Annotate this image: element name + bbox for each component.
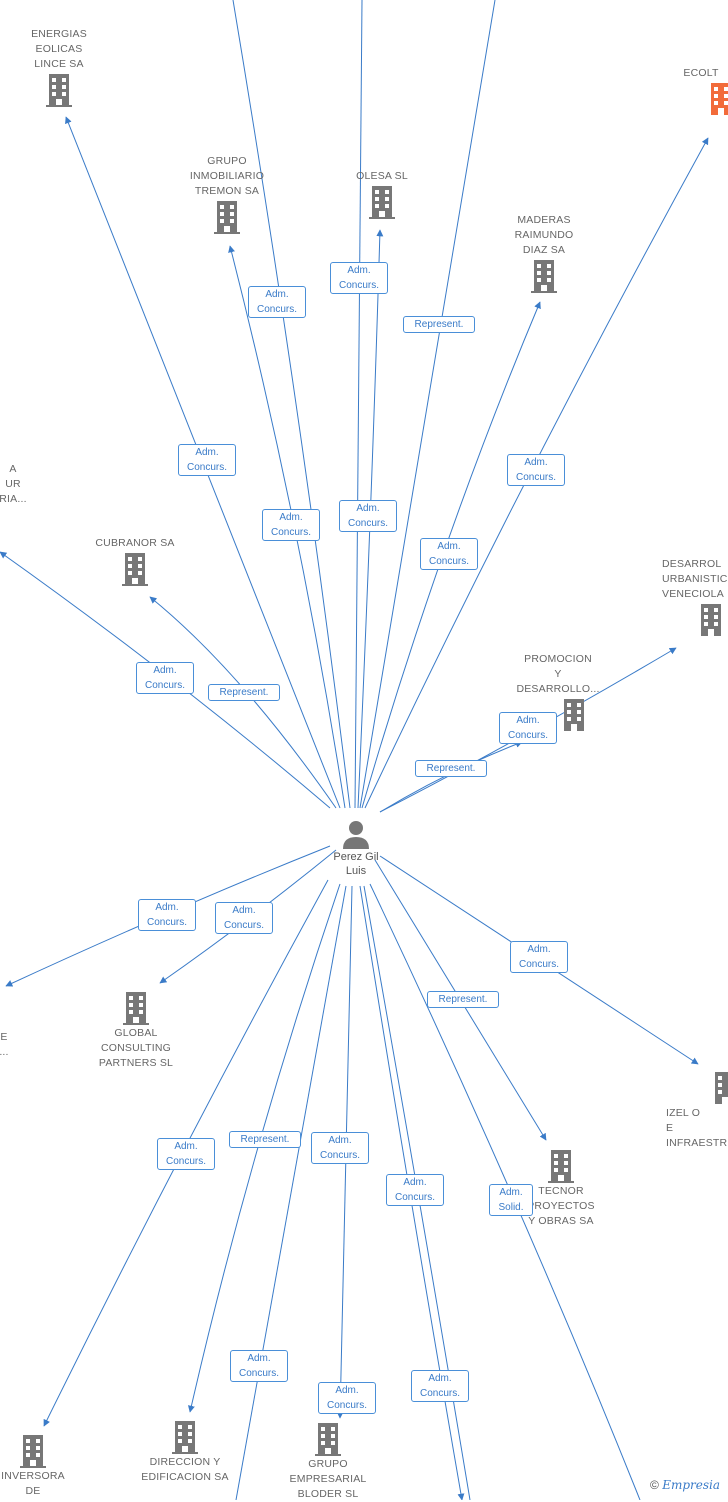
person-name: Perez Gil Luis <box>333 851 379 877</box>
relation-label[interactable]: Adm. Concurs. <box>136 662 194 694</box>
relation-label[interactable]: Adm. Concurs. <box>411 1370 469 1402</box>
relation-label[interactable]: Adm. Concurs. <box>510 941 568 973</box>
company-label: DESARROL URBANISTIC VENECIOLA <box>662 558 728 600</box>
company-label: MADERAS RAIMUNDO DIAZ SA <box>514 214 574 256</box>
building-icon <box>715 1072 728 1104</box>
relation-label[interactable]: Represent. <box>415 760 487 777</box>
company-label: GRUPO INMOBILIARIO TREMON SA <box>189 155 265 197</box>
relation-label[interactable]: Represent. <box>229 1131 301 1148</box>
building-icon <box>564 699 584 731</box>
company-node-ecolt[interactable]: ECOLT <box>666 66 728 117</box>
company-label: GRUPO EMPRESARIAL BLODER SL <box>289 1458 367 1500</box>
company-node-energias[interactable]: ENERGIAS EOLICAS LINCE SA <box>4 27 114 108</box>
company-node-global[interactable]: GLOBAL CONSULTING PARTNERS SL <box>81 990 191 1071</box>
building-icon <box>315 1423 341 1456</box>
company-node-desarrollos[interactable]: DESARROL URBANISTIC VENECIOLA <box>662 557 728 638</box>
company-label: ECOLT <box>683 67 719 79</box>
relation-label[interactable]: Adm. Concurs. <box>499 712 557 744</box>
relation-label[interactable]: Adm. Concurs. <box>420 538 478 570</box>
company-label: GLOBAL CONSULTING PARTNERS SL <box>98 1027 174 1069</box>
company-label: CUBRANOR SA <box>95 537 175 549</box>
building-icon <box>548 1150 574 1183</box>
company-label: PROMOCION Y DESARROLLO... <box>516 653 600 695</box>
company-node-direccion[interactable]: DIRECCION Y EDIFICACION SA <box>130 1419 240 1485</box>
relation-label[interactable]: Represent. <box>427 991 499 1008</box>
company-label: ENERGIAS EOLICAS LINCE SA <box>31 28 87 70</box>
edge-top-b <box>354 0 363 809</box>
relation-label[interactable]: Adm. Concurs. <box>311 1132 369 1164</box>
company-node-olesa[interactable]: OLESA SL <box>327 169 437 220</box>
company-node-promocion[interactable]: PROMOCION Y DESARROLLO... <box>503 652 613 733</box>
edge-bottom-a <box>235 885 347 1500</box>
relation-label[interactable]: Adm. Concurs. <box>230 1350 288 1382</box>
edge-cubranor <box>149 596 337 809</box>
edge-energias <box>65 116 341 809</box>
edge-direccion <box>187 883 341 1413</box>
relation-label[interactable]: Adm. Solid. <box>489 1184 533 1216</box>
person-node[interactable]: Perez Gil Luis <box>316 818 396 878</box>
company-label: A UR RIA... <box>0 463 27 505</box>
relation-label[interactable]: Adm. Concurs. <box>262 509 320 541</box>
company-node-tremon[interactable]: GRUPO INMOBILIARIO TREMON SA <box>172 154 282 235</box>
building-icon-highlight <box>711 83 728 115</box>
relation-label[interactable]: Represent. <box>208 684 280 701</box>
company-label: INVERSORA DE <box>1 1470 65 1497</box>
building-icon <box>20 1435 46 1468</box>
company-node-tecnor[interactable]: TECNOR PROYECTOS Y OBRAS SA <box>506 1148 616 1229</box>
company-node-left-trunc[interactable]: A UR RIA... <box>0 462 28 507</box>
relation-label[interactable]: Adm. Concurs. <box>386 1174 444 1206</box>
building-icon <box>701 604 721 636</box>
relation-label[interactable]: Adm. Concurs. <box>339 500 397 532</box>
company-node-bloder[interactable]: GRUPO EMPRESARIAL BLODER SL <box>273 1421 383 1502</box>
building-icon <box>172 1421 198 1454</box>
relation-label[interactable]: Adm. Concurs. <box>215 902 273 934</box>
company-node-left-bottom[interactable]: E ... <box>0 1030 14 1060</box>
relation-label[interactable]: Adm. Concurs. <box>138 899 196 931</box>
building-icon <box>123 992 149 1025</box>
company-label: DIRECCION Y EDIFICACION SA <box>141 1456 229 1483</box>
building-icon <box>46 74 72 107</box>
company-node-maderas[interactable]: MADERAS RAIMUNDO DIAZ SA <box>489 213 599 294</box>
company-label: E ... <box>0 1031 9 1058</box>
building-icon <box>122 553 148 586</box>
company-node-cubranor[interactable]: CUBRANOR SA <box>80 536 190 587</box>
company-node-inversora[interactable]: INVERSORA DE <box>0 1433 88 1499</box>
person-icon <box>343 821 369 849</box>
relation-label[interactable]: Adm. Concurs. <box>330 262 388 294</box>
relation-label[interactable]: Adm. Concurs. <box>507 454 565 486</box>
brand-logo: Empresia <box>662 1478 720 1492</box>
company-node-izel[interactable]: IZEL O E INFRAESTRU <box>666 1070 728 1151</box>
relation-label[interactable]: Adm. Concurs. <box>178 444 236 476</box>
building-icon <box>369 186 395 219</box>
relation-label[interactable]: Adm. Concurs. <box>248 286 306 318</box>
relation-label[interactable]: Represent. <box>403 316 475 333</box>
company-label: IZEL O E INFRAESTRU <box>666 1107 728 1149</box>
edge-top-c <box>359 0 496 809</box>
relation-label[interactable]: Adm. Concurs. <box>318 1382 376 1414</box>
relation-label[interactable]: Adm. Concurs. <box>157 1138 215 1170</box>
edge-top-a <box>232 0 351 809</box>
building-icon <box>214 201 240 234</box>
footer-watermark: © Empresia <box>650 1478 720 1492</box>
company-label: OLESA SL <box>356 170 408 182</box>
company-label: TECNOR PROYECTOS Y OBRAS SA <box>527 1185 595 1227</box>
copyright-symbol: © <box>650 1478 659 1492</box>
building-icon <box>531 260 557 293</box>
